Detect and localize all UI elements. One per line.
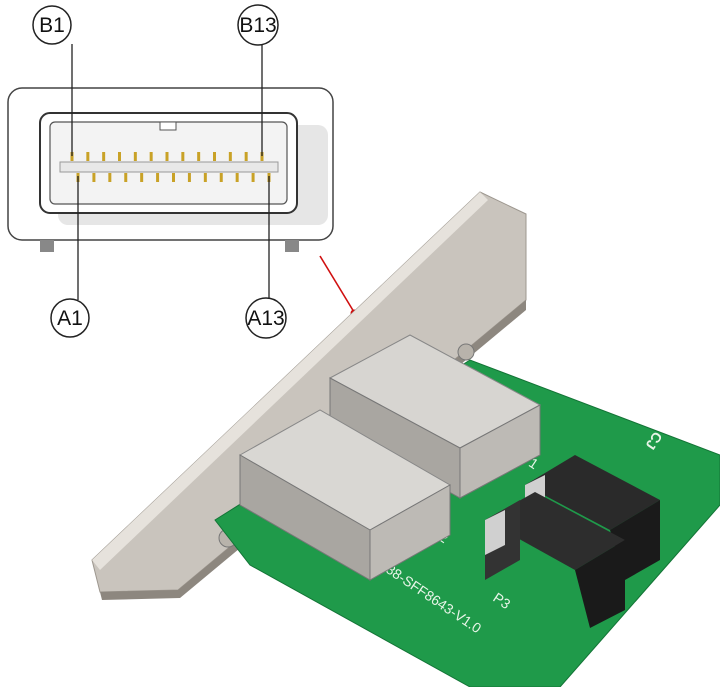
svg-text:B1: B1 [39, 14, 65, 37]
svg-text:A1: A1 [57, 307, 83, 330]
sff8088-port-p1 [328, 334, 542, 499]
connector-pinout-diagram: B1 B13 A1 A13 [7, 4, 334, 339]
pin-b [86, 152, 90, 161]
sff8088-port-p2 [238, 409, 452, 581]
label-a1: A1 [50, 298, 90, 338]
pin-b [118, 152, 121, 161]
pin-b [70, 152, 74, 161]
pin-b [260, 152, 264, 161]
label-b1: B1 [32, 5, 72, 45]
label-a13: A13 [245, 297, 287, 339]
tongue [59, 161, 279, 173]
pin-row-a [76, 173, 271, 182]
pin-b [102, 152, 106, 161]
pin-row-b [70, 152, 264, 161]
svg-text:A13: A13 [247, 307, 284, 330]
svg-text:B13: B13 [239, 14, 276, 37]
pin-a [203, 173, 207, 182]
pin-b [149, 152, 153, 161]
pin-a [235, 173, 239, 182]
pin-a [92, 173, 96, 182]
pin-a [108, 173, 112, 182]
pointer-arrow [319, 255, 358, 317]
housing-foot [285, 240, 299, 252]
pin-b [244, 152, 248, 161]
pin-b [133, 152, 137, 161]
pin-b [228, 152, 232, 161]
pcie-bracket [91, 191, 527, 600]
pin-a [124, 173, 128, 182]
housing-foot [40, 240, 54, 252]
pin-a [172, 173, 175, 182]
sff8643-port-lower [485, 492, 625, 628]
pin-a [187, 173, 191, 182]
label-b13: B13 [237, 4, 279, 46]
pin-b [181, 152, 185, 161]
pin-b [213, 152, 216, 161]
pin-b [197, 152, 201, 161]
pin-a [156, 173, 160, 182]
pin-a [140, 173, 144, 182]
pin-a [219, 173, 223, 182]
pin-a [251, 173, 255, 182]
pin-b [165, 152, 169, 161]
key-notch [159, 121, 177, 131]
